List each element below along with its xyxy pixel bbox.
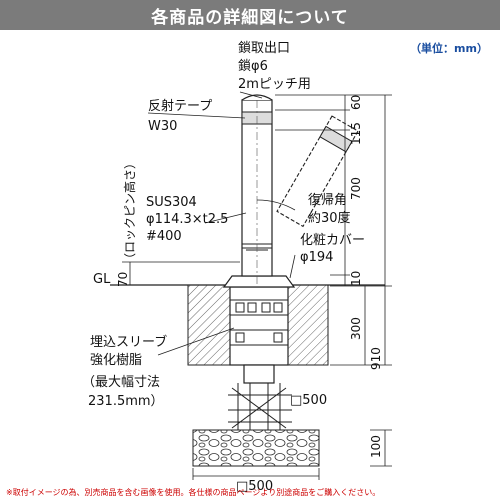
bollard-post	[241, 94, 273, 285]
dim-910: 910	[369, 347, 383, 370]
material-label-2: φ114.3×t2.5	[146, 212, 228, 227]
dim-70: 70	[116, 272, 130, 287]
dim-700: 700	[349, 177, 363, 200]
reflect-tape-label-1: 反射テープ	[148, 98, 212, 114]
unit-label: （単位：mm）	[410, 42, 488, 55]
chain-outlet-label-1: 鎖取出口	[238, 40, 290, 56]
leader-chain	[239, 91, 263, 99]
leader-reflect	[147, 112, 246, 119]
embed-label-3: （最大幅寸法	[82, 375, 160, 390]
rebar-cage	[228, 383, 292, 430]
square-500-bottom: □500	[236, 479, 273, 494]
return-angle-label-1: 復帰角	[308, 192, 347, 208]
decorative-cover	[222, 275, 296, 288]
dim-115: 115	[349, 122, 363, 145]
leader-cover	[289, 254, 296, 279]
dim-300: 300	[349, 317, 363, 340]
chain-outlet-label-2: 鎖φ6	[238, 58, 268, 74]
embed-label-4: 231.5mm）	[88, 394, 164, 409]
gl-label: GL	[93, 272, 111, 287]
return-angle-arc	[256, 199, 296, 211]
dim-60: 60	[349, 95, 363, 110]
chain-outlet-label-3: 2mピッチ用	[238, 77, 311, 92]
header-bar: 各商品の詳細図について	[0, 0, 500, 30]
tilted-bollard	[276, 115, 359, 228]
embedded-sleeve	[229, 286, 289, 384]
cover-label-2: φ194	[300, 250, 333, 265]
cover-label-1: 化粧カバー	[300, 233, 365, 248]
material-label-3: #400	[146, 229, 182, 244]
dim-100: 100	[369, 435, 383, 458]
reflect-tape-label-2: W30	[148, 119, 177, 134]
page-title: 各商品の詳細図について	[151, 7, 349, 28]
footnote: ※取付イメージの為、別売商品を含む画像を使用。各仕様の商品ページより別途商品をご…	[6, 488, 381, 497]
material-label-1: SUS304	[146, 195, 197, 210]
embed-label-1: 埋込スリーブ	[90, 334, 167, 350]
lock-pin-height-label: （ロックピン高さ）	[122, 157, 137, 265]
square-500-top: □500	[290, 393, 327, 408]
embed-label-2: 強化樹脂	[90, 353, 142, 368]
leader-embed	[157, 327, 235, 356]
return-angle-label-2: 約30度	[308, 210, 351, 226]
dim-10: 10	[349, 271, 363, 286]
gravel-base	[192, 429, 320, 467]
leader-material	[204, 212, 247, 224]
